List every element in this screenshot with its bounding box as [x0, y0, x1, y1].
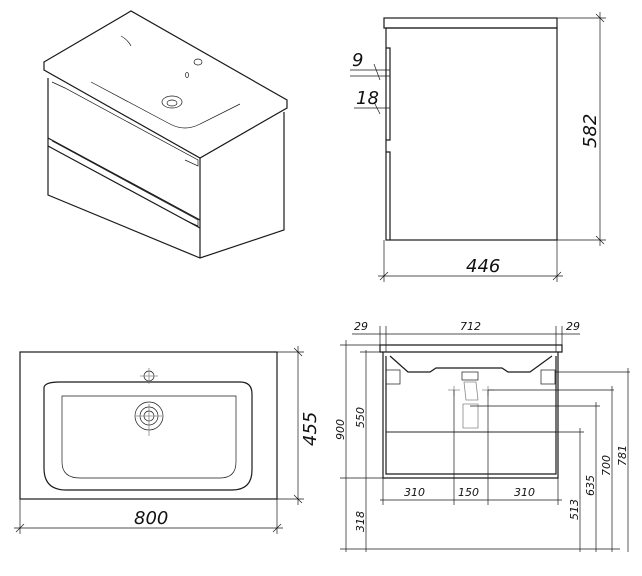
dim-550-label: 550	[354, 407, 367, 428]
dim-310-right-label: 310	[514, 486, 535, 499]
dim-455-label: 455	[300, 412, 321, 446]
dim-900-label: 900	[334, 419, 347, 440]
dim-height-label: 582	[580, 114, 601, 148]
front-view: 29 712 29 900 550 318 310 150 310 513 63…	[334, 320, 630, 552]
dim-700-label: 700	[600, 455, 613, 476]
dim-left-overhang-label: 29	[354, 320, 368, 333]
top-view: 455 800	[14, 346, 321, 534]
dim-310-left-label: 310	[404, 486, 425, 499]
dim-318-label: 318	[354, 511, 367, 532]
dim-right-overhang-label: 29	[566, 320, 580, 333]
isometric-view	[43, 10, 288, 259]
side-view: 9 18 582 446	[350, 12, 606, 282]
dim-513-label: 513	[568, 499, 581, 520]
dim-9-label: 9	[352, 50, 363, 71]
dim-18-label: 18	[356, 88, 379, 109]
dim-150-label: 150	[458, 486, 479, 499]
dim-781-label: 781	[616, 445, 629, 466]
dim-inner-width-label: 712	[460, 320, 481, 333]
dim-635-label: 635	[584, 475, 597, 496]
dim-depth-label: 446	[466, 256, 500, 277]
dim-800-label: 800	[134, 508, 168, 529]
